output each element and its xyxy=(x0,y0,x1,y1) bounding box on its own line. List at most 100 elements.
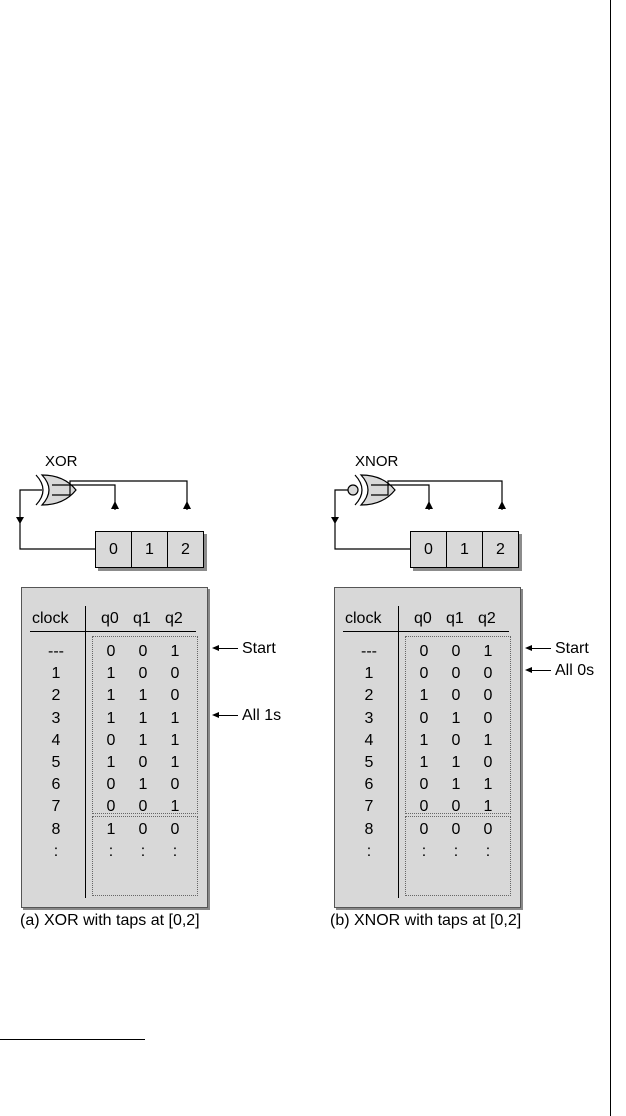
annotation-label: All 0s xyxy=(555,662,595,680)
q0-cell: : xyxy=(108,842,114,860)
q0-cell: 1 xyxy=(106,709,116,727)
feedback-arrowhead xyxy=(16,517,24,524)
q1-cell: 0 xyxy=(451,665,461,683)
shift-register: 0 1 2 xyxy=(95,531,204,568)
clock-cell: 4 xyxy=(51,731,61,749)
table-row: :::: xyxy=(335,843,520,865)
left-arrow-icon xyxy=(212,711,238,721)
q0-cell: 0 xyxy=(419,820,429,838)
q0-cell: 0 xyxy=(419,776,429,794)
clock-cell: 3 xyxy=(51,709,61,727)
feedback-arrowhead xyxy=(331,517,339,524)
header-clock: clock xyxy=(32,610,69,627)
q1-cell: 0 xyxy=(451,820,461,838)
xnor-circuit-diagram xyxy=(331,474,506,550)
q1-cell: : xyxy=(140,842,146,860)
q1-cell: 0 xyxy=(138,643,148,660)
q1-cell: 0 xyxy=(138,665,148,683)
q2-cell: 1 xyxy=(483,776,493,794)
q2-cell: 0 xyxy=(170,665,180,683)
q1-cell: 0 xyxy=(138,754,148,771)
left-arrow-icon xyxy=(525,644,551,654)
q0-cell: 0 xyxy=(419,643,429,660)
q0-cell: 0 xyxy=(106,731,116,749)
row-annotation: Start xyxy=(212,640,276,658)
clock-cell: 8 xyxy=(364,820,374,838)
xor-gate-extra-arc xyxy=(35,474,44,506)
page-margin-line xyxy=(610,0,611,1116)
q2-cell: : xyxy=(172,842,178,860)
table-row: 8 0 0 0 xyxy=(335,821,520,843)
q1-cell: 0 xyxy=(451,731,461,749)
row-annotation: Start xyxy=(525,640,589,658)
clock-cell: 6 xyxy=(51,776,61,794)
header-q1: q1 xyxy=(446,610,464,627)
gate-label: XNOR xyxy=(355,453,399,470)
q1-cell: 1 xyxy=(138,687,148,705)
left-arrow-icon xyxy=(525,666,551,676)
q2-cell: 1 xyxy=(170,798,180,816)
q2-cell: 1 xyxy=(170,754,180,771)
q0-cell: 0 xyxy=(106,776,116,794)
q1-cell: 0 xyxy=(138,820,148,838)
figure-caption: (b) XNOR with taps at [0,2] xyxy=(330,912,522,929)
q0-cell: 0 xyxy=(419,798,429,816)
q2-cell: 0 xyxy=(483,665,493,683)
q1-cell: 0 xyxy=(451,798,461,816)
clock-cell: 3 xyxy=(364,709,374,727)
table-row: :::: xyxy=(22,843,207,865)
header-rule xyxy=(343,631,509,632)
header-clock: clock xyxy=(345,610,382,627)
register-cell: 2 xyxy=(167,531,204,568)
q0-cell: 1 xyxy=(106,820,116,838)
clock-cell: 2 xyxy=(51,687,61,705)
q1-cell: 1 xyxy=(138,776,148,794)
annotation-label: All 1s xyxy=(242,706,282,724)
q0-cell: 1 xyxy=(419,754,429,771)
q2-cell: 0 xyxy=(483,687,493,705)
q0-cell: 1 xyxy=(106,665,116,683)
q1-cell: 1 xyxy=(451,709,461,727)
clock-cell: 5 xyxy=(51,754,61,771)
header-q2: q2 xyxy=(478,610,496,627)
header-q0: q0 xyxy=(101,610,119,627)
q2-cell: 0 xyxy=(170,776,180,794)
q2-cell: 0 xyxy=(483,820,493,838)
tap-wire-2 xyxy=(52,480,188,510)
q2-cell: 1 xyxy=(170,731,180,749)
q1-cell: 0 xyxy=(138,798,148,816)
repeat-box xyxy=(92,816,198,896)
tap-arrowhead-2 xyxy=(183,501,191,509)
q0-cell: 0 xyxy=(419,709,429,727)
column-rule xyxy=(85,606,86,898)
register-cell: 1 xyxy=(446,531,483,568)
register-cell: 1 xyxy=(131,531,168,568)
q2-cell: 1 xyxy=(483,731,493,749)
q0-cell: 0 xyxy=(106,643,116,660)
tap-wire-2 xyxy=(371,480,503,510)
gate-label: XOR xyxy=(45,453,78,470)
q2-cell: : xyxy=(485,842,491,860)
xor-gate-icon xyxy=(40,474,77,506)
q1-cell: 1 xyxy=(451,776,461,794)
clock-cell: 2 xyxy=(364,687,374,705)
q1-cell: 1 xyxy=(138,709,148,727)
q2-cell: 1 xyxy=(483,798,493,816)
tap-arrowhead-2 xyxy=(498,501,506,509)
clock-cell: --- xyxy=(361,643,377,660)
q2-cell: 0 xyxy=(170,820,180,838)
cycle-box xyxy=(405,636,511,814)
